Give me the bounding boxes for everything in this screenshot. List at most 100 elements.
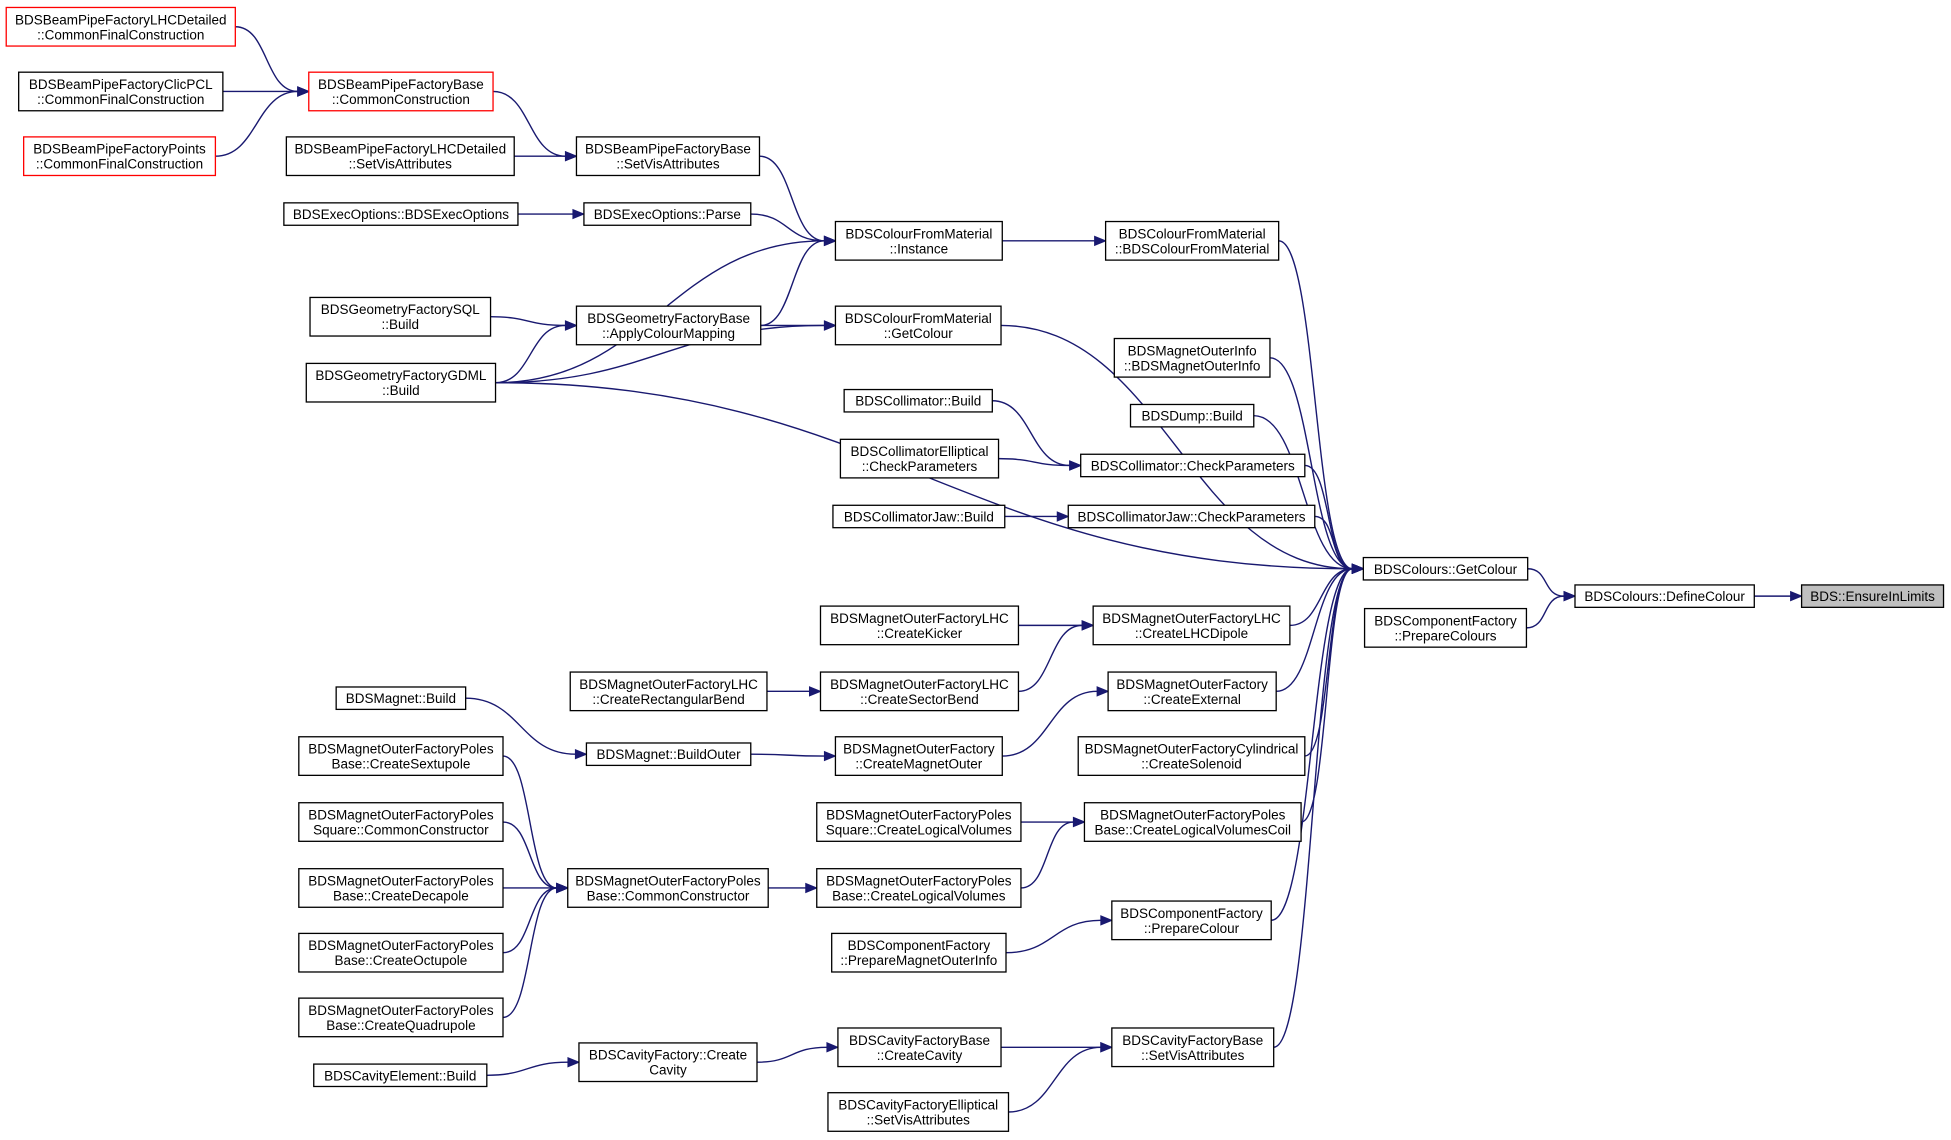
node-box [1111, 900, 1272, 941]
node-bdsmagnetouterfactorylhc-createlhcdipole[interactable]: BDSMagnetOuterFactoryLHC::CreateLHCDipol… [1092, 605, 1291, 646]
node-label-line: BDSExecOptions::Parse [594, 207, 741, 222]
node-bdsexecoptions-bdsexecoptions[interactable]: BDSExecOptions::BDSExecOptions [283, 202, 519, 226]
node-bdscavityfactory-create-cavity[interactable]: BDSCavityFactory::CreateCavity [578, 1042, 758, 1083]
edge-line [1018, 624, 1083, 693]
node-bdsmagnetouterfactorypoles-base-createlogicalvolumescoil[interactable]: BDSMagnetOuterFactoryPolesBase::CreateLo… [1083, 802, 1302, 842]
node-bdscavityelement-build[interactable]: BDSCavityElement::Build [313, 1063, 488, 1088]
node-label-line: ::PrepareColour [1144, 921, 1240, 936]
node-bdsbeampipefactorybase-setvisattributes[interactable]: BDSBeamPipeFactoryBase::SetVisAttributes [575, 136, 761, 177]
node-bdsbeampipefactoryclicpcl-commonfinalconstruction[interactable]: BDSBeamPipeFactoryClicPCL::CommonFinalCo… [18, 71, 224, 112]
node-box [298, 868, 504, 908]
node-bdsmagnet-buildouter[interactable]: BDSMagnet::BuildOuter [585, 742, 752, 767]
node-bdsmagnetouterfactorylhc-createkicker[interactable]: BDSMagnetOuterFactoryLHC::CreateKicker [819, 605, 1020, 646]
node-box [1129, 403, 1255, 428]
edge-n28-to-n29 [766, 686, 822, 697]
node-bdscollimator-build[interactable]: BDSCollimator::Build [843, 388, 993, 413]
edge-n6-to-n9 [759, 155, 837, 247]
node-bdsexecoptions-parse[interactable]: BDSExecOptions::Parse [583, 202, 752, 226]
node-label-line: BDSCollimatorJaw::CheckParameters [1077, 509, 1305, 524]
edge-n17-to-n22 [1253, 414, 1365, 575]
node-bdscavityfactorybase-createcavity[interactable]: BDSCavityFactoryBase::CreateCavity [837, 1027, 1002, 1068]
node-label-line: BDSMagnetOuterFactoryLHC [830, 611, 1009, 626]
node-bdscavityfactorybase-setvisattributes[interactable]: BDSCavityFactoryBase::SetVisAttributes [1111, 1027, 1275, 1068]
node-box [1077, 736, 1306, 776]
node-bdsmagnetouterfactorypoles-base-createdecapole[interactable]: BDSMagnetOuterFactoryPolesBase::CreateDe… [298, 868, 504, 908]
edge-line [1001, 324, 1353, 570]
edge-line [1304, 568, 1353, 757]
node-bdsbeampipefactorybase-commonconstruction[interactable]: BDSBeamPipeFactoryBase::CommonConstructi… [308, 71, 494, 112]
node-label-line: BDSCollimatorJaw::Build [844, 509, 994, 524]
node-label-line: BDSMagnetOuterFactoryPoles [308, 742, 494, 757]
edge-line [493, 90, 566, 157]
node-bdsgeometryfactorysql-build[interactable]: BDSGeometryFactorySQL::Build [309, 296, 492, 337]
node-bdsmagnetouterfactorycylindrical-createsolenoid[interactable]: BDSMagnetOuterFactoryCylindrical::Create… [1077, 736, 1306, 776]
node-bdscolours-definecolour[interactable]: BDSColours::DefineColour [1574, 584, 1755, 608]
node-label-line: BDSMagnetOuterFactoryLHC [579, 677, 758, 692]
edge-line [1271, 568, 1353, 922]
node-bdscolourfrommaterial-getcolour[interactable]: BDSColourFromMaterial::GetColour [834, 305, 1002, 346]
node-label-line: BDSColourFromMaterial [845, 226, 992, 241]
edge-line [1527, 568, 1565, 597]
node-box [298, 997, 504, 1038]
node-bdscollimatorjaw-build[interactable]: BDSCollimatorJaw::Build [832, 504, 1006, 529]
node-label-line: BDSMagnet::BuildOuter [597, 747, 742, 762]
node-label-line: ::ApplyColourMapping [602, 326, 735, 341]
node-bdscavityfactoryelliptical-setvisattributes[interactable]: BDSCavityFactoryElliptical::SetVisAttrib… [827, 1092, 1010, 1132]
node-label-line: BDSMagnetOuterFactoryPoles [575, 873, 761, 888]
node-label-line: BDSMagnetOuterFactory [1116, 677, 1268, 692]
node-box [283, 202, 519, 226]
node-box [285, 136, 515, 177]
arrowhead-icon [1096, 686, 1110, 697]
node-label-line: ::CommonFinalConstruction [37, 27, 204, 42]
edge-line [1276, 568, 1353, 693]
node-bdsgeometryfactorygdml-build[interactable]: BDSGeometryFactoryGDML::Build [305, 362, 497, 403]
node-bdsmagnetouterfactorypoles-base-createlogicalvolumes[interactable]: BDSMagnetOuterFactoryPolesBase::CreateLo… [816, 868, 1022, 908]
node-bdsmagnetouterfactorypoles-base-createquadrupole[interactable]: BDSMagnetOuterFactoryPolesBase::CreateQu… [298, 997, 504, 1038]
edge-line [760, 240, 825, 327]
node-bdsmagnetouterfactorypoles-base-commonconstructor[interactable]: BDSMagnetOuterFactoryPolesBase::CommonCo… [567, 868, 769, 908]
node-bdscolours-getcolour[interactable]: BDSColours::GetColour [1362, 556, 1529, 581]
node-bdscomponentfactory-preparecolour[interactable]: BDSComponentFactory::PrepareColour [1111, 900, 1272, 941]
node-box [335, 686, 467, 711]
node-bdsmagnetouterfactory-createmagnetouter[interactable]: BDSMagnetOuterFactory::CreateMagnetOuter [834, 736, 1003, 776]
node-bdsmagnetouterinfo-bdsmagnetouterinfo[interactable]: BDSMagnetOuterInfo::BDSMagnetOuterInfo [1113, 337, 1271, 378]
node-box [298, 802, 504, 842]
node-bdsmagnetouterfactorylhc-createrectangularbend[interactable]: BDSMagnetOuterFactoryLHC::CreateRectangu… [569, 671, 768, 712]
node-label-line: BDSMagnetOuterFactory [843, 742, 995, 757]
node-bdscomponentfactory-preparemagnetouterinfo[interactable]: BDSComponentFactory::PrepareMagnetOuterI… [831, 932, 1007, 973]
node-bdscollimator-checkparameters[interactable]: BDSCollimator::CheckParameters [1080, 453, 1306, 478]
node-bdsbeampipefactorylhcdetailed-setvisattributes[interactable]: BDSBeamPipeFactoryLHCDetailed::SetVisAtt… [285, 136, 515, 177]
edge-n27-to-n23 [1526, 590, 1577, 629]
node-box [834, 305, 1002, 346]
node-bdsmagnetouterfactorypoles-square-createlogicalvolumes[interactable]: BDSMagnetOuterFactoryPolesSquare::Create… [816, 802, 1022, 842]
node-bdsmagnetouterfactory-createexternal[interactable]: BDSMagnetOuterFactory::CreateExternal [1107, 671, 1277, 712]
node-label-line: ::CommonConstruction [332, 92, 470, 107]
node-box [831, 932, 1007, 973]
node-bdscolourfrommaterial-instance[interactable]: BDSColourFromMaterial::Instance [834, 220, 1003, 261]
node-bdsbeampipefactorypoints-commonfinalconstruction[interactable]: BDSBeamPipeFactoryPoints::CommonFinalCon… [23, 136, 217, 177]
node-label-line: BDSMagnetOuterFactoryPoles [308, 1003, 494, 1018]
node-bdsmagnetouterfactorypoles-square-commonconstructor[interactable]: BDSMagnetOuterFactoryPolesSquare::Common… [298, 802, 504, 842]
edge-n41-to-n38 [1020, 816, 1086, 889]
node-bdscomponentfactory-preparecolours[interactable]: BDSComponentFactory::PrepareColours [1363, 607, 1528, 648]
edge-n33-to-n30 [1002, 686, 1110, 757]
node-bdscolourfrommaterial-bdscolourfrommaterial[interactable]: BDSColourFromMaterial::BDSColourFromMate… [1104, 220, 1280, 261]
edge-line [1314, 515, 1353, 570]
node-label-line: BDSComponentFactory [1374, 613, 1517, 628]
edge-line [215, 90, 298, 157]
node-bdsgeometryfactorybase-applycolourmapping[interactable]: BDSGeometryFactoryBase::ApplyColourMappi… [575, 305, 762, 346]
node-label-line: BDSMagnetOuterFactoryLHC [1102, 611, 1281, 626]
node-bdsmagnetouterfactorypoles-base-createoctupole[interactable]: BDSMagnetOuterFactoryPolesBase::CreateOc… [298, 932, 504, 973]
node-bdsmagnetouterfactorylhc-createsectorbend[interactable]: BDSMagnetOuterFactoryLHC::CreateSectorBe… [819, 671, 1020, 712]
node-bdsbeampipefactorylhcdetailed-commonfinalconstruction[interactable]: BDSBeamPipeFactoryLHCDetailed::CommonFin… [5, 6, 236, 47]
node-bdscollimatorjaw-checkparameters[interactable]: BDSCollimatorJaw::CheckParameters [1067, 504, 1316, 529]
node-bdscollimatorelliptical-checkparameters[interactable]: BDSCollimatorElliptical::CheckParameters [839, 438, 1000, 479]
node-bdsmagnetouterfactorypoles-base-createsextupole[interactable]: BDSMagnetOuterFactoryPolesBase::CreateSe… [298, 736, 504, 776]
node-bdsdump-build[interactable]: BDSDump::Build [1129, 403, 1255, 428]
edge-line [1253, 414, 1353, 570]
node-bdsmagnet-build[interactable]: BDSMagnet::Build [335, 686, 467, 711]
node-bds-ensureinlimits: BDS::EnsureInLimits [1800, 584, 1945, 608]
arrowhead-icon [1069, 460, 1083, 471]
edge-line [998, 457, 1070, 467]
edge-n43-to-n40 [502, 882, 570, 954]
